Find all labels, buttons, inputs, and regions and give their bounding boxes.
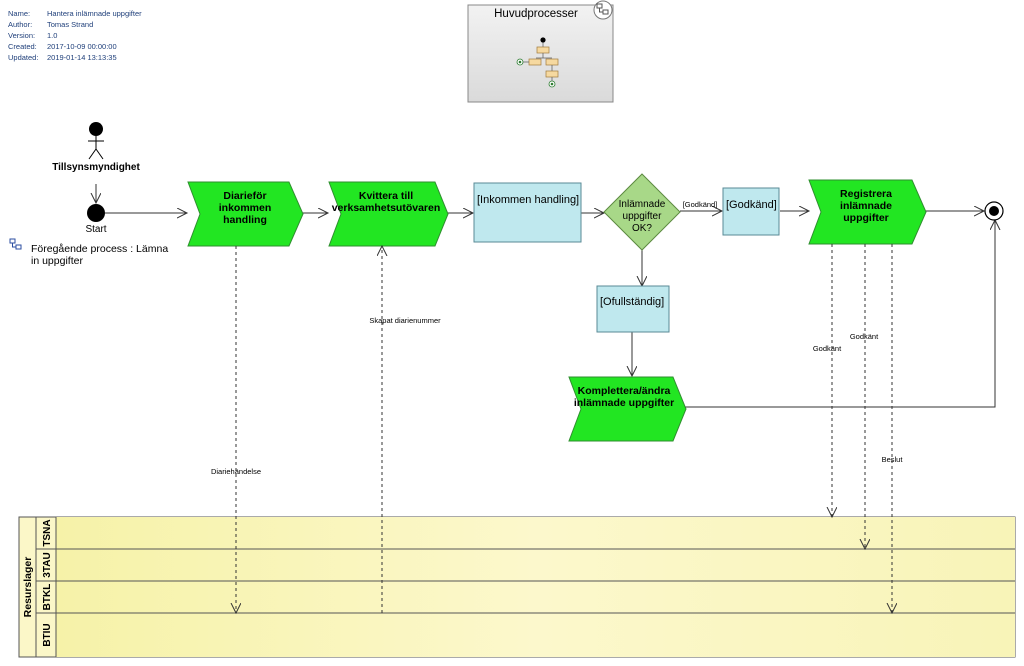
decision-uppgifter-ok[interactable] [603, 173, 681, 251]
meta-name: Hantera inlämnade uppgifter [47, 9, 142, 18]
flow-label-godkant-1: Godkänt [812, 344, 842, 353]
object-ofullstandig[interactable] [596, 285, 670, 333]
activity-kvittera-label: Kvittera till verksamhetsutövaren [331, 190, 441, 214]
flow-label-diariehandelse: Diariehändelse [210, 467, 262, 476]
object-inkommen-handling[interactable] [473, 182, 582, 243]
decision-label: Inlämnade uppgifter OK? [618, 199, 666, 234]
start-label: Start [85, 224, 107, 235]
start-node[interactable] [87, 204, 105, 222]
previous-process-label[interactable]: Föregående process : Lämna in uppgifter [31, 243, 169, 267]
meta-updated: 2019-01-14 13:13:35 [47, 53, 117, 62]
overview-link-icon [593, 0, 613, 20]
meta-created: 2017-10-09 00:00:00 [47, 42, 117, 51]
lane-label-btiu: BTIU [42, 623, 53, 646]
object-ofullstandig-label: [Ofullständig] [600, 296, 665, 308]
previous-process-icon[interactable] [9, 238, 22, 250]
activity-diariefor-label: Diarieför inkommen handling [218, 190, 272, 226]
actor-figure[interactable] [88, 122, 104, 160]
lane-label-btkl: BTKL [42, 584, 53, 611]
object-godkand[interactable] [722, 187, 780, 236]
meta-version: 1.0 [47, 31, 58, 40]
activity-komplettera[interactable] [568, 376, 687, 442]
flow-label-skapat: Skapat diarienummer [369, 316, 441, 325]
end-node[interactable] [984, 201, 1004, 221]
flow-label-godkant-2: Godkänt [849, 332, 879, 341]
lane-label-3tau: 3TAU [42, 552, 53, 577]
overview-frame[interactable] [467, 0, 614, 103]
overview-thumbnail-icon [516, 37, 559, 88]
flow-komplettera-end [685, 220, 995, 408]
activity-diariefor[interactable] [187, 181, 304, 247]
activity-kvittera[interactable] [328, 181, 449, 247]
resurslager-pool[interactable] [18, 516, 1016, 658]
actor-name: Tillsynsmyndighet [52, 162, 140, 173]
activity-registrera[interactable] [808, 179, 927, 245]
flow-label-beslut: Beslut [881, 455, 903, 464]
object-inkommen-label: [Inkommen handling] [477, 194, 580, 206]
diagram-metadata: Name:Hantera inlämnade uppgifter Author:… [8, 9, 142, 62]
activity-komplettera-label: Komplettera/ändra inlämnade uppgifter [573, 385, 675, 409]
overview-title: Huvudprocesser [494, 8, 578, 20]
decision-guard: [Godkänd] [682, 200, 718, 209]
lane-label-tsna: TSNA [42, 519, 53, 546]
activity-registrera-label: Registrera inlämnade uppgifter [840, 188, 892, 224]
object-godkand-label: [Godkänd] [726, 199, 777, 211]
meta-author: Tomas Strand [47, 20, 94, 29]
pool-title: Resurslager [22, 557, 34, 618]
